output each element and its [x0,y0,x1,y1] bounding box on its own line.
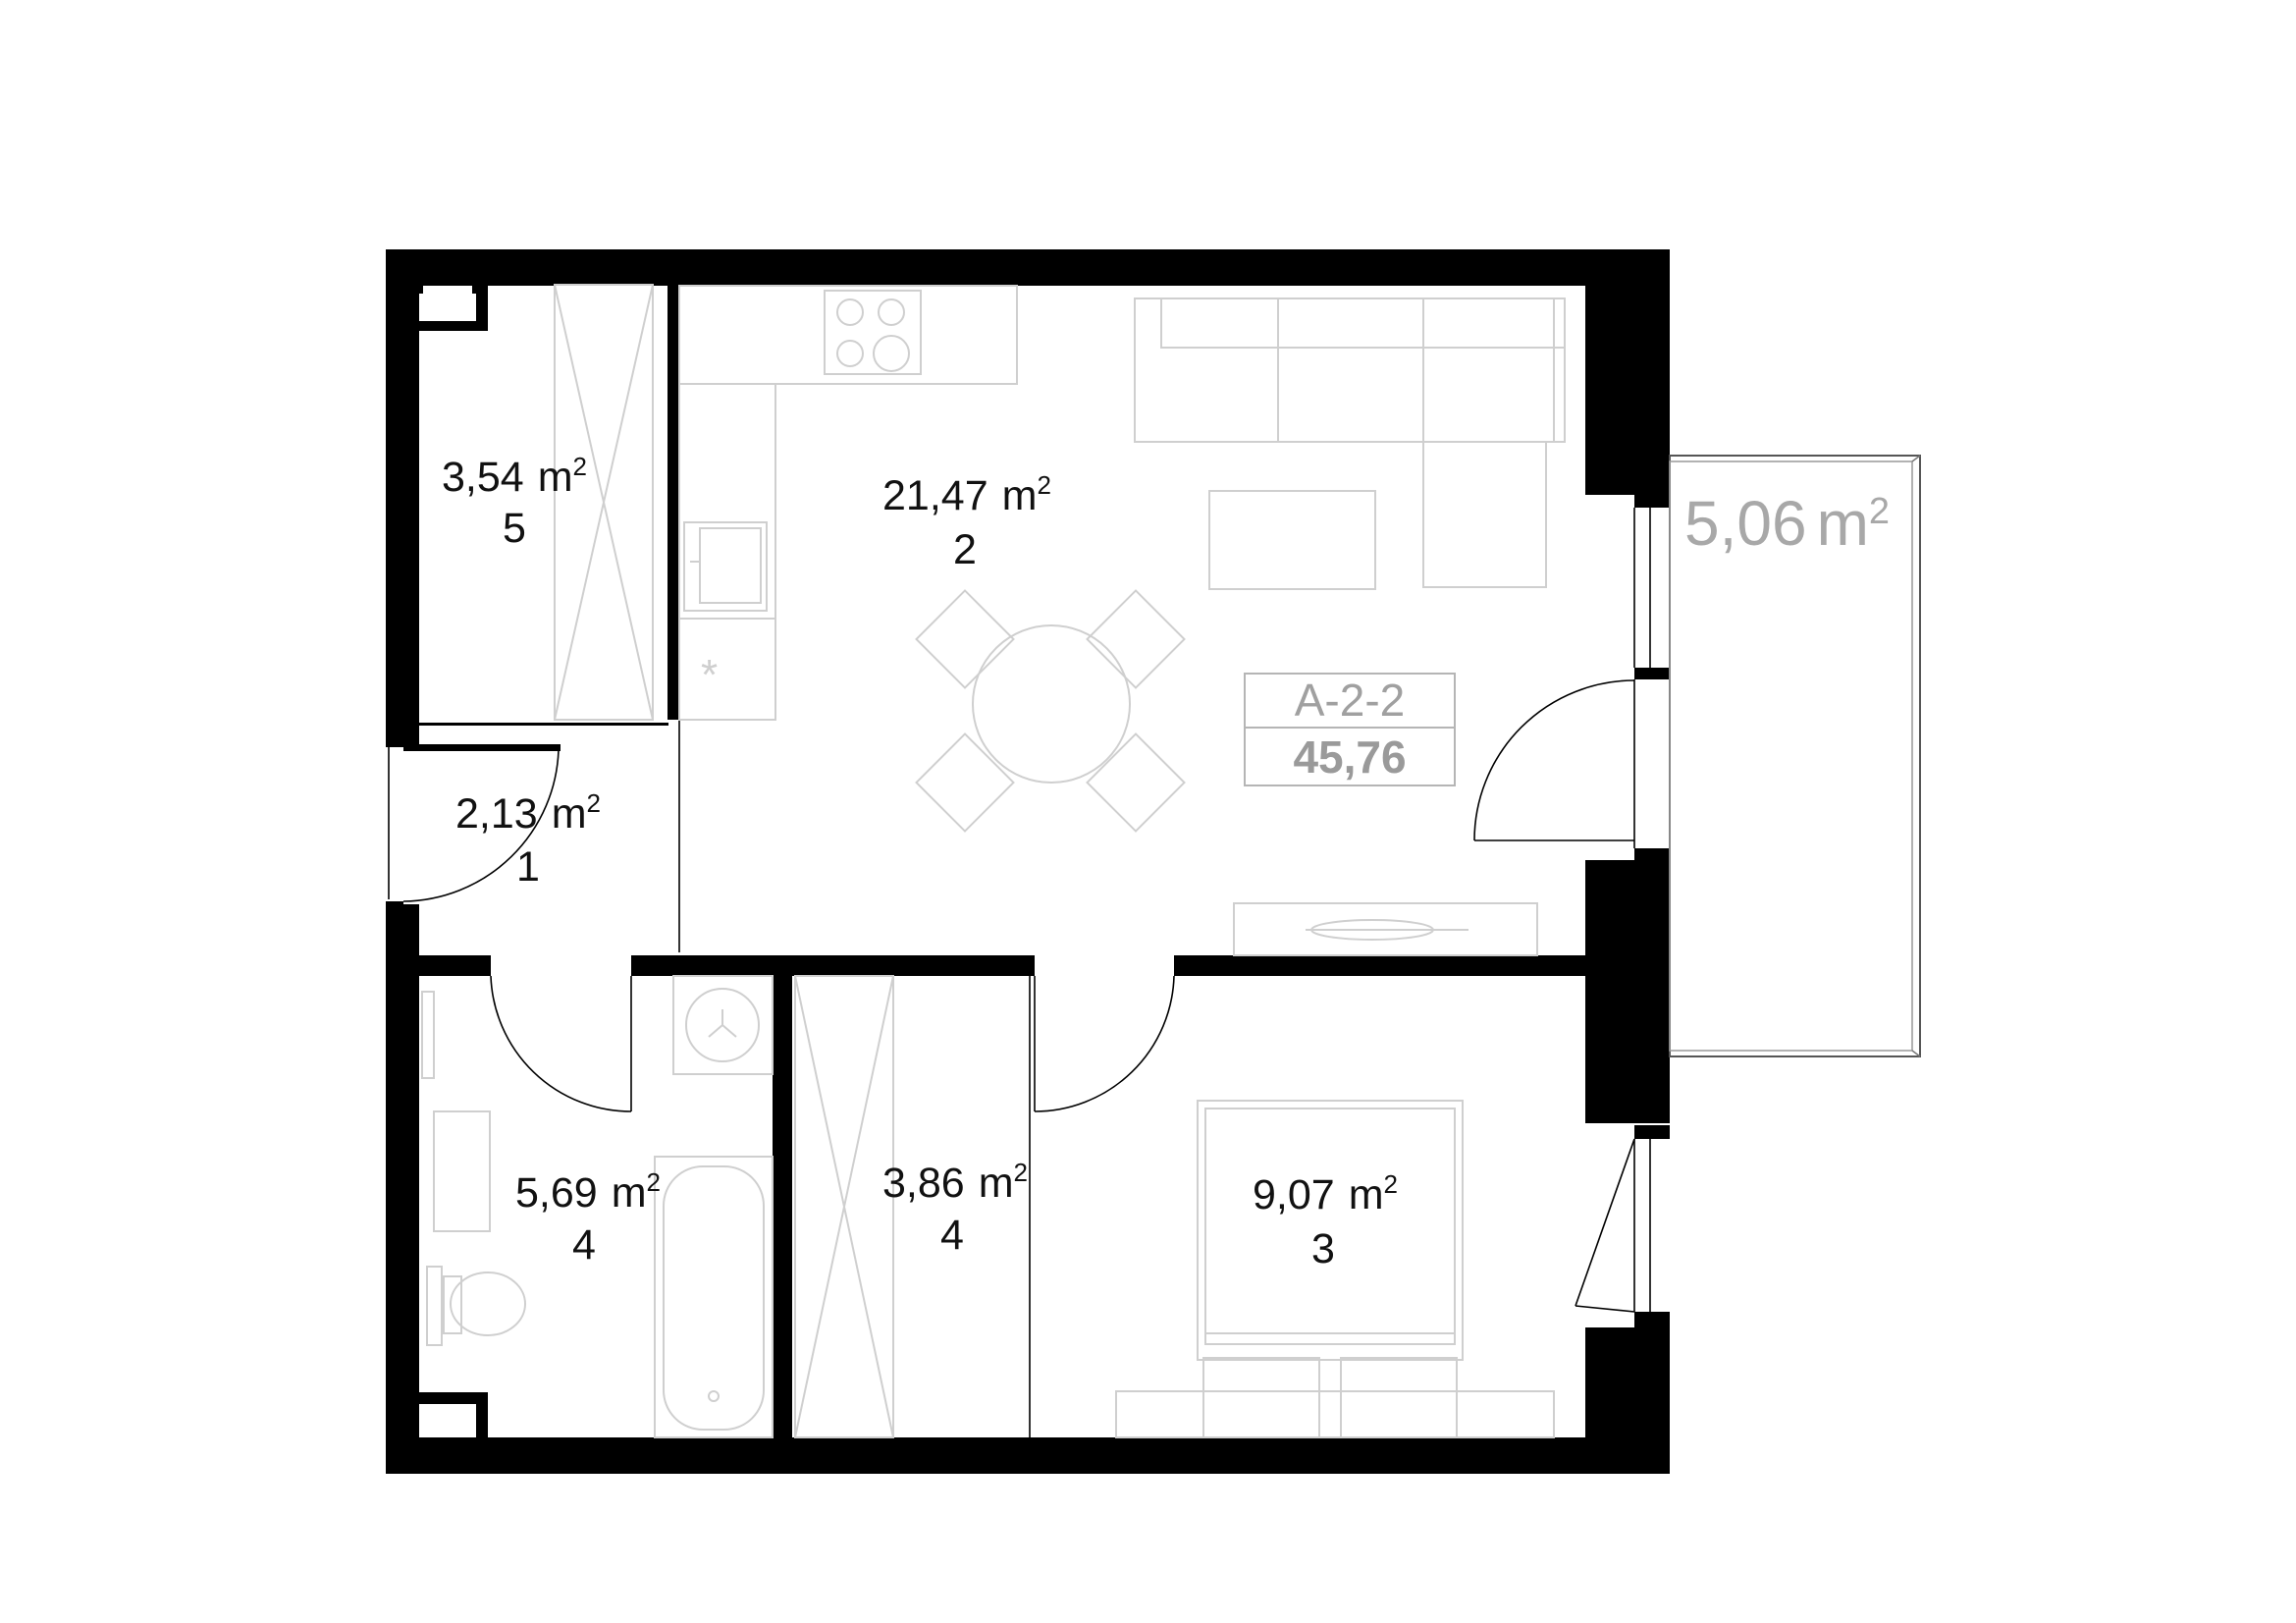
furniture: * [421,284,1566,1438]
balcony [1669,455,1921,1057]
room-number: 5 [503,505,526,552]
room-number: 4 [940,1212,964,1259]
room-number: 1 [516,843,540,891]
unit-code: A-2-2 [1295,675,1405,726]
doors [388,679,1635,1313]
room-number: 2 [953,526,977,573]
unit-tag: A-2-2 45,76 [1244,673,1456,786]
walls [386,249,1670,1474]
room-number: 3 [1311,1225,1335,1272]
svg-text:*: * [701,651,718,699]
thin-lines [678,508,1651,1437]
unit-total-area: 45,76 [1293,731,1406,783]
room-number: 4 [572,1221,596,1269]
